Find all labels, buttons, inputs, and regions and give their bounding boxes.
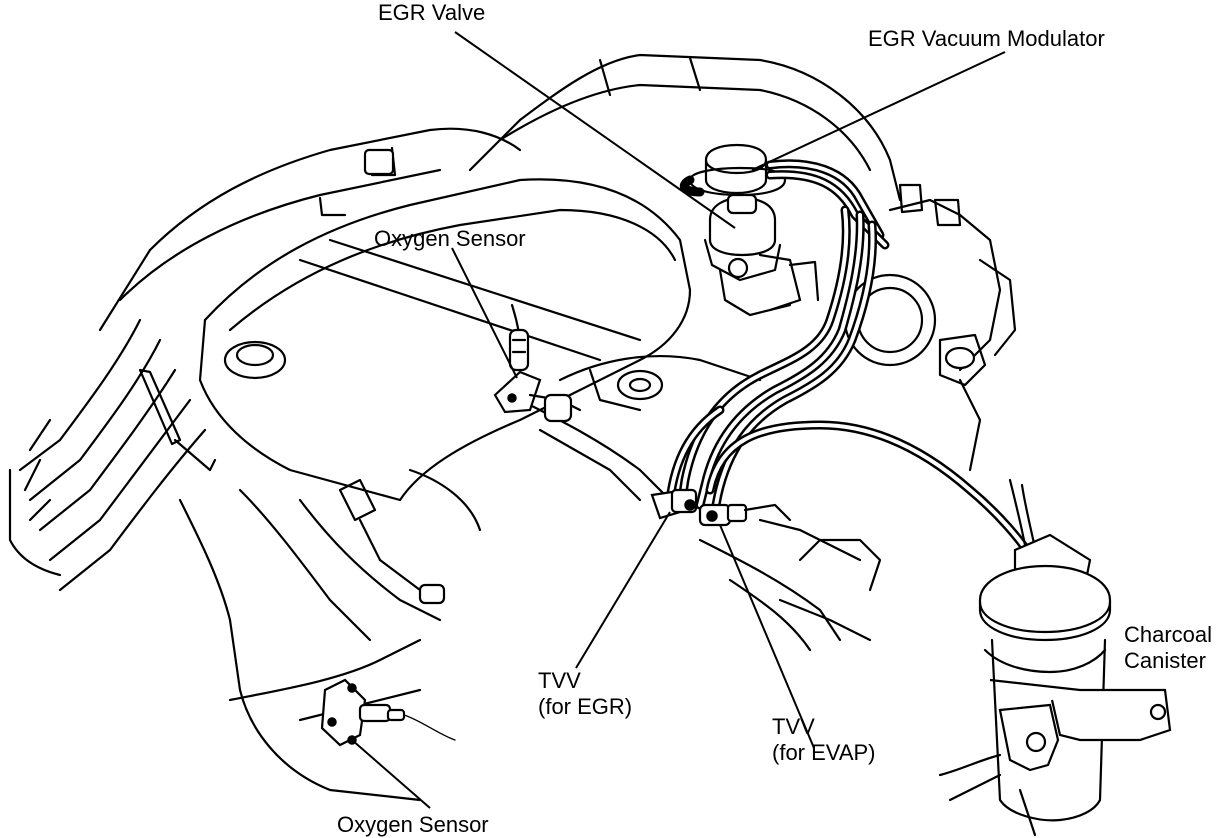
label-tvv-evap-line2: (for EVAP) [772,740,876,765]
label-egr-valve: EGR Valve [378,0,486,25]
oxygen-sensor-lower [320,678,456,747]
label-oxygen-sensor-lower: Oxygen Sensor [337,812,489,837]
egr-vacuum-modulator [688,143,787,197]
tvv-valves [650,488,792,527]
label-charcoal-canister-line1: Charcoal [1124,622,1213,647]
vacuum-hoses [665,159,1035,560]
left-cam-cover [98,127,522,332]
plug-wires [8,318,217,592]
label-tvv-egr: TVV (for EGR) [538,668,632,720]
intake-plenum [468,53,902,202]
label-charcoal-canister: Charcoal Canister [1124,622,1212,674]
label-egr-vacuum-modulator: EGR Vacuum Modulator [868,26,1105,51]
label-charcoal-canister-line2: Canister [1124,648,1206,673]
label-tvv-egr-line1: TVV [538,668,581,693]
label-oxygen-sensor-upper: Oxygen Sensor [374,226,526,251]
charcoal-canister [938,478,1172,837]
label-tvv-evap: TVV (for EVAP) [772,714,876,766]
exhaust-manifold [178,478,446,802]
label-tvv-egr-line2: (for EGR) [538,694,633,719]
egr-valve [703,193,820,317]
label-tvv-evap-line1: TVV [772,714,815,739]
front-cam-cover [198,178,692,532]
engine-block-center [518,355,882,652]
leader-lines [351,31,1006,809]
oxygen-sensor-upper [493,303,582,423]
